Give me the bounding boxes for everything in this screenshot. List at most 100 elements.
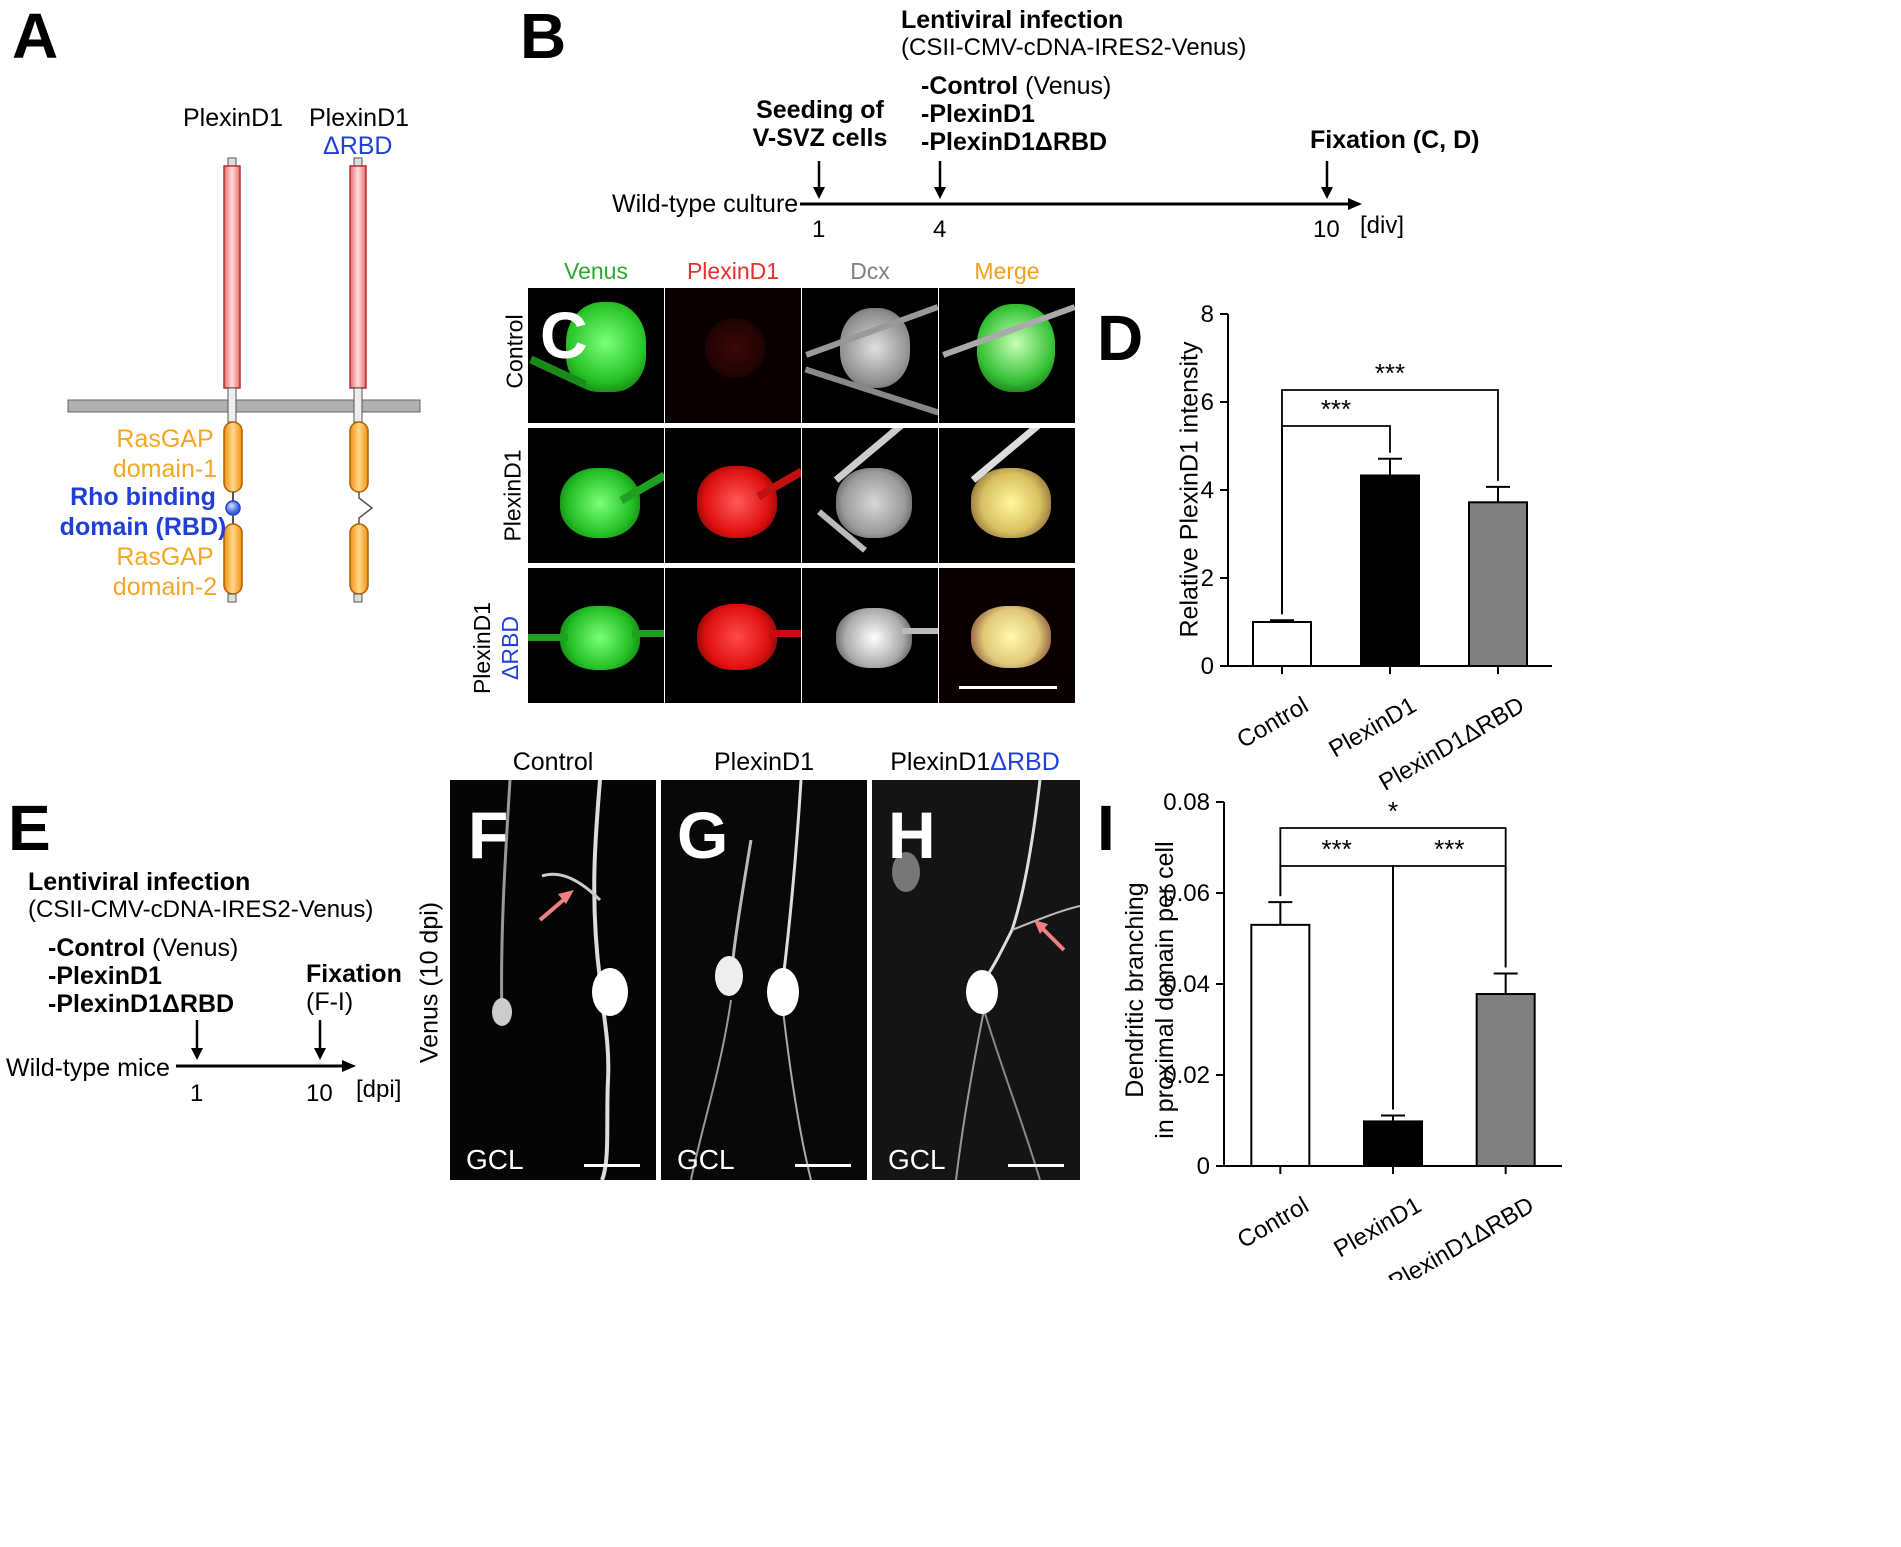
culture-timeline — [800, 161, 1362, 210]
micro-plexin-merge — [939, 428, 1075, 563]
e-tick-1: 1 — [190, 1080, 204, 1107]
panel-label-i: I — [1097, 792, 1115, 864]
y-tick-label: 2 — [1201, 565, 1214, 592]
h-title: PlexinD1ΔRBD — [890, 748, 1060, 776]
col-header-dcx: Dcx — [850, 258, 890, 284]
micro-control-venus — [528, 288, 664, 423]
gcl-label-g: GCL — [677, 1144, 735, 1175]
col-header-plexin: PlexinD1 — [686, 258, 780, 284]
fixation-label: Fixation (C, D) — [1310, 126, 1480, 154]
row-label-plexin: PlexinD1 — [499, 449, 526, 542]
plexin-d1-drbd-column-title: PlexinD1 — [309, 104, 410, 132]
row-label-control: Control — [501, 314, 528, 389]
y-tick-label: 0.02 — [1163, 1062, 1210, 1089]
scale-bar-c — [959, 686, 1057, 689]
mice-timeline — [176, 1020, 356, 1072]
panel-label-a: A — [12, 0, 59, 72]
bar — [1250, 923, 1311, 1167]
significance-label: *** — [1321, 834, 1351, 864]
e-infection-construct: (CSII-CMV-cDNA-IRES2-Venus) — [28, 896, 374, 923]
infection-construct: (CSII-CMV-cDNA-IRES2-Venus) — [901, 34, 1247, 61]
y-tick-label: 8 — [1201, 301, 1214, 328]
plexin-d1-column-title: PlexinD1 — [183, 104, 284, 132]
drbd-label: ΔRBD — [323, 132, 393, 160]
x-tick-label: Control — [1233, 1192, 1314, 1254]
scale-bar-f — [584, 1164, 640, 1167]
panel-label-d: D — [1097, 302, 1144, 374]
micro-control-merge — [939, 288, 1075, 423]
unit-div: [div] — [1360, 212, 1405, 239]
x-tick-label: PlexinD1 — [1329, 1192, 1426, 1263]
e-condition-control: -Control (Venus) — [48, 934, 239, 962]
bar — [1363, 1120, 1423, 1168]
bar — [1475, 993, 1536, 1167]
micro-control-plexin — [665, 288, 801, 423]
e-timeline-label: Wild-type mice — [6, 1054, 170, 1082]
e-fixation: Fixation — [306, 960, 402, 988]
micro-plexin-plexin — [665, 428, 801, 563]
e-fixation-refs: (F-I) — [306, 988, 354, 1016]
e-tick-10: 10 — [306, 1080, 333, 1107]
micro-drbd-merge — [939, 568, 1075, 703]
condition-drbd: -PlexinD1ΔRBD — [921, 128, 1108, 156]
x-tick-label: Control — [1232, 692, 1313, 754]
significance-label: *** — [1321, 394, 1351, 424]
tick-1: 1 — [812, 216, 826, 243]
tick-4: 4 — [933, 216, 947, 243]
micro-drbd-dcx — [802, 568, 938, 703]
y-tick-label: 4 — [1201, 477, 1214, 504]
micro-plexin-dcx — [802, 428, 938, 563]
bar — [1468, 501, 1528, 667]
gcl-label-f: GCL — [466, 1144, 524, 1175]
rasgap-domain-2-drbd — [349, 523, 369, 595]
infection-title: Lentiviral infection — [901, 6, 1124, 34]
e-unit-dpi: [dpi] — [356, 1076, 402, 1103]
panel-label-f: F — [468, 798, 509, 872]
panel-label-b: B — [520, 0, 567, 72]
significance-label: * — [1388, 796, 1398, 826]
micro-g-plexin: G GCL — [661, 780, 867, 1180]
significance-label: *** — [1434, 834, 1464, 864]
gcl-label-h: GCL — [888, 1144, 946, 1175]
col-header-venus: Venus — [564, 258, 628, 284]
y-tick-label: 6 — [1201, 389, 1214, 416]
scale-bar-g — [795, 1164, 851, 1167]
g-title: PlexinD1 — [713, 748, 815, 776]
micro-drbd-venus — [528, 568, 664, 703]
bar — [1252, 621, 1312, 667]
panel-label-g: G — [677, 798, 729, 872]
cell-membrane — [67, 399, 421, 413]
tick-10: 10 — [1313, 216, 1340, 243]
bar — [1360, 474, 1420, 667]
rasgap-domain-1-drbd — [349, 421, 369, 493]
significance-bracket — [1279, 827, 1507, 968]
y-tick-label: 0 — [1201, 653, 1214, 680]
panel-label-e: E — [8, 792, 51, 864]
micro-h-drbd: H GCL — [872, 780, 1080, 1180]
extracellular-domain — [223, 165, 241, 389]
panel-label-h: H — [888, 798, 936, 872]
condition-control: -Control (Venus) — [921, 72, 1112, 100]
f-title: Control — [512, 748, 594, 776]
micro-drbd-plexin — [665, 568, 801, 703]
x-tick-label: PlexinD1 — [1324, 692, 1421, 763]
significance-label: *** — [1375, 358, 1405, 388]
significance-bracket — [1281, 389, 1499, 615]
e-condition-drbd: -PlexinD1ΔRBD — [48, 990, 235, 1018]
micro-f-control: F GCL — [450, 780, 656, 1180]
panel-label-c: C — [540, 298, 588, 372]
e-infection-title: Lentiviral infection — [28, 868, 251, 896]
col-header-merge: Merge — [974, 258, 1040, 284]
extracellular-domain-drbd — [349, 165, 367, 389]
condition-plexin: -PlexinD1 — [921, 100, 1035, 128]
y-tick-label: 0.04 — [1163, 971, 1210, 998]
micro-plexin-venus — [528, 428, 664, 563]
scale-bar-h — [1008, 1164, 1064, 1167]
y-tick-label: 0.06 — [1163, 880, 1210, 907]
